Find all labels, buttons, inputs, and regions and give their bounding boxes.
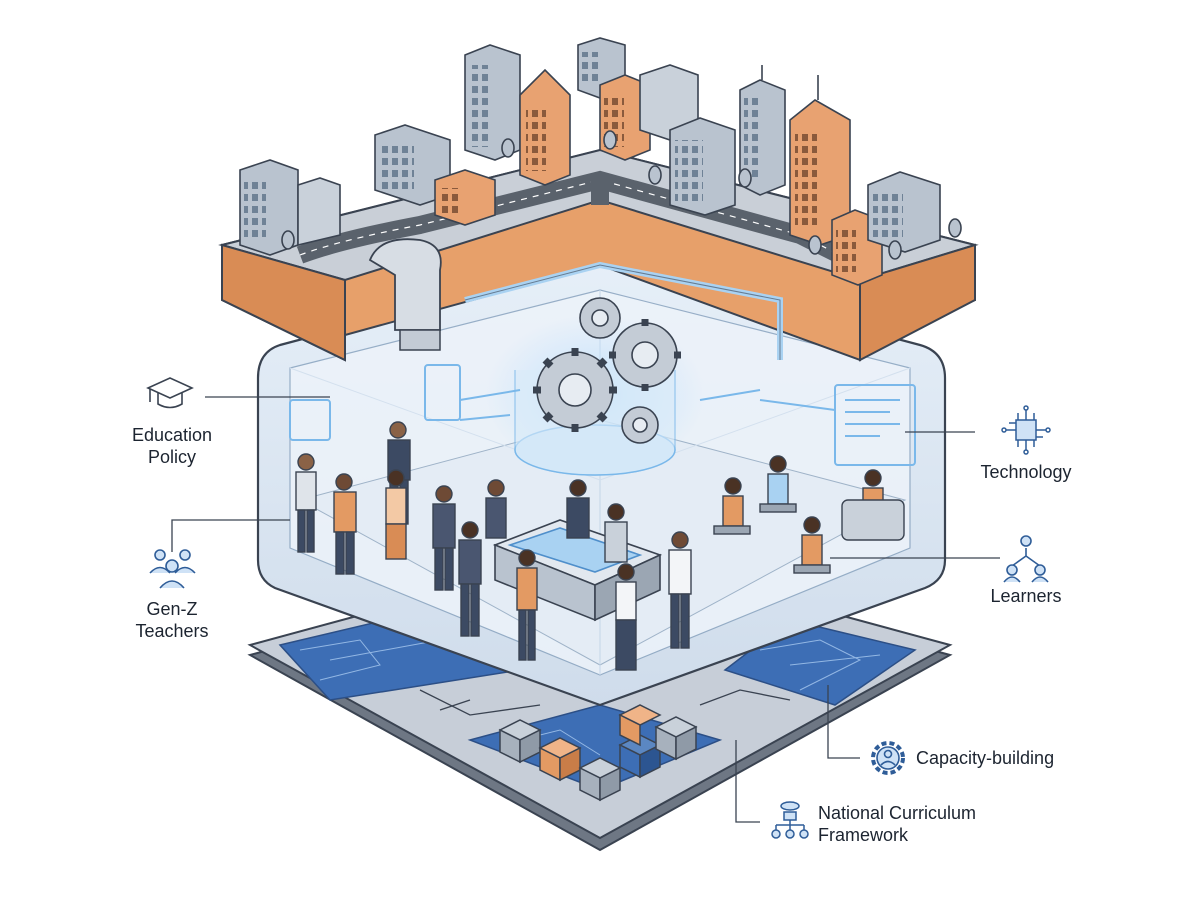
gen-z-teachers-line-1: Gen-Z	[146, 599, 198, 619]
circuit-chip-icon	[1001, 405, 1051, 455]
technology-label: Technology	[980, 462, 1072, 482]
education-policy-line-1: Education	[131, 425, 213, 445]
graduation-cap-icon	[146, 377, 194, 409]
org-chart-icon	[771, 801, 809, 839]
gear-person-icon	[871, 741, 905, 775]
capacity-building-label: Capacity-building	[916, 748, 1055, 768]
people-group-icon	[149, 549, 196, 589]
gen-z-teachers-line-2: Teachers	[135, 621, 209, 641]
city-buildings	[239, 37, 962, 286]
leader-lines	[171, 396, 1000, 823]
people	[295, 421, 905, 671]
national-curriculum-framework-label: National Curriculum Framework	[818, 802, 1008, 846]
education-policy-line-2: Policy	[147, 447, 196, 467]
education-policy-label: Education Policy	[110, 424, 234, 468]
ncf-line-1: National Curriculum	[818, 803, 977, 823]
hologram-gears	[289, 297, 916, 476]
gen-z-teachers-label: Gen-Z Teachers	[112, 598, 232, 642]
hierarchy-people-icon	[1003, 535, 1049, 583]
ncf-line-2: Framework	[818, 825, 909, 845]
learners-label: Learners	[990, 586, 1062, 606]
